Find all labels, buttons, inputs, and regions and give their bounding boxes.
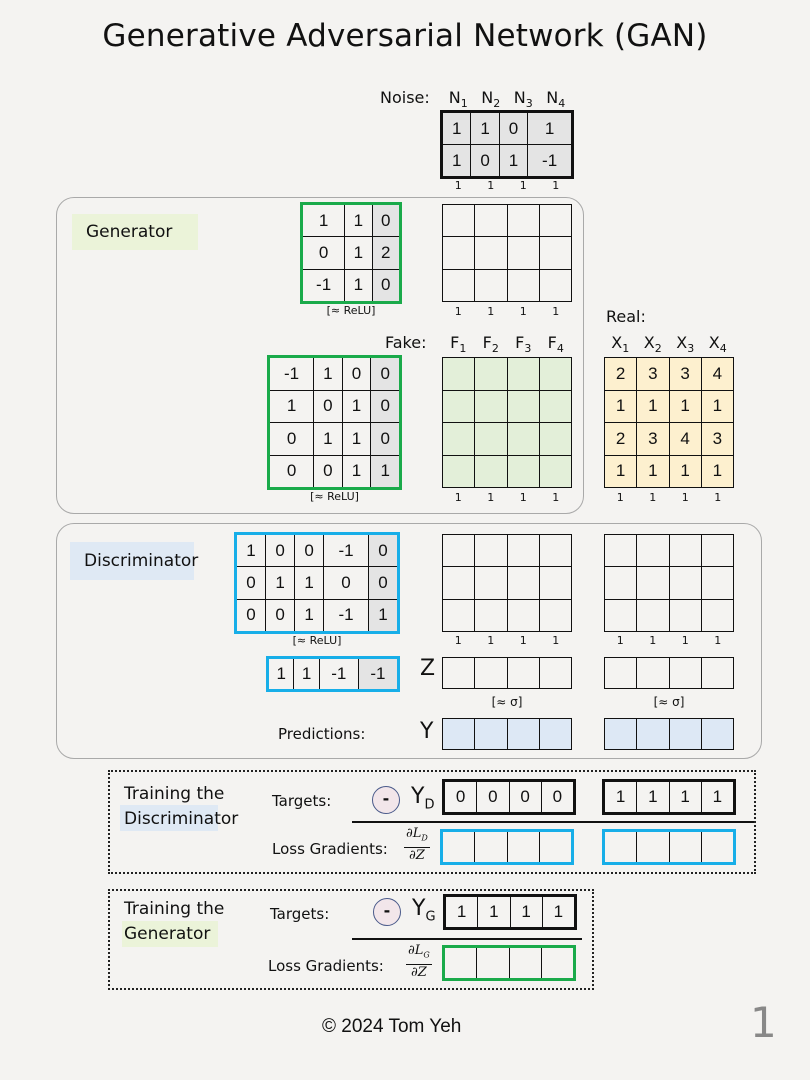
- fake-label: Fake:: [385, 333, 427, 352]
- fake-matrix: [441, 357, 573, 488]
- real-column-headers: X1 X2 X3 X4: [611, 333, 727, 356]
- sigma-label-fake: [≈ σ]: [491, 695, 523, 709]
- generator-layer2-activation: [≈ ReLU]: [310, 490, 359, 503]
- discriminator-panel: [56, 523, 762, 759]
- subtraction-line: [352, 821, 754, 823]
- training-generator-title: Training the Generator: [124, 899, 225, 944]
- y-real-predictions: [603, 718, 735, 750]
- dlg-dz-fraction: ∂LG ∂Z: [406, 943, 432, 980]
- page-number: 1: [750, 998, 777, 1047]
- training-discriminator-highlight: [120, 805, 218, 831]
- yg-label: YG: [412, 896, 436, 925]
- discriminator-label: Discriminator: [70, 542, 198, 580]
- discriminator-real-hidden-matrix: [603, 533, 735, 633]
- noise-label: Noise:: [380, 88, 430, 107]
- dld-dz-fraction: ∂LD ∂Z: [404, 826, 430, 863]
- subtraction-line: [352, 938, 582, 940]
- fake-column-headers: F1 F2 F3 F4: [450, 333, 564, 356]
- training-discriminator-targets-label: Targets:: [272, 792, 332, 810]
- training-discriminator-loss-label: Loss Gradients:: [272, 840, 388, 858]
- page-title: Generative Adversarial Network (GAN): [102, 18, 708, 54]
- training-generator-loss-label: Loss Gradients:: [268, 957, 384, 975]
- generator-label: Generator: [72, 214, 198, 250]
- real-label: Real:: [606, 307, 646, 326]
- minus-icon: -: [372, 786, 400, 814]
- generator-hidden-matrix: [441, 203, 573, 303]
- generator-panel: [56, 197, 584, 514]
- training-generator-targets-label: Targets:: [270, 905, 330, 923]
- training-generator-highlight: [122, 921, 218, 947]
- training-discriminator-panel: [108, 770, 756, 874]
- dld-dz-fake-vector: [440, 829, 574, 865]
- z-label: Z: [420, 656, 436, 681]
- noise-column-headers: N1 N2 N3 N4: [448, 88, 566, 111]
- dlg-dz-vector: [442, 945, 576, 981]
- predictions-label: Predictions:: [278, 725, 366, 743]
- sigma-label-real: [≈ σ]: [653, 695, 685, 709]
- discriminator-layer1-activation: [≈ ReLU]: [292, 634, 342, 647]
- yd-label: YD: [411, 784, 435, 813]
- generator-layer1-activation: [≈ ReLU]: [326, 304, 376, 317]
- minus-icon: -: [373, 898, 401, 926]
- copyright: © 2024 Tom Yeh: [322, 1016, 462, 1037]
- dld-dz-real-vector: [602, 829, 736, 865]
- training-generator-panel: [108, 889, 594, 990]
- z-fake-vector: [441, 657, 573, 689]
- y-label: Y: [420, 719, 434, 744]
- discriminator-fake-hidden-matrix: [441, 533, 573, 633]
- z-real-vector: [603, 657, 735, 689]
- training-discriminator-title: Training the Discriminator: [124, 784, 239, 829]
- y-fake-predictions: [441, 718, 573, 750]
